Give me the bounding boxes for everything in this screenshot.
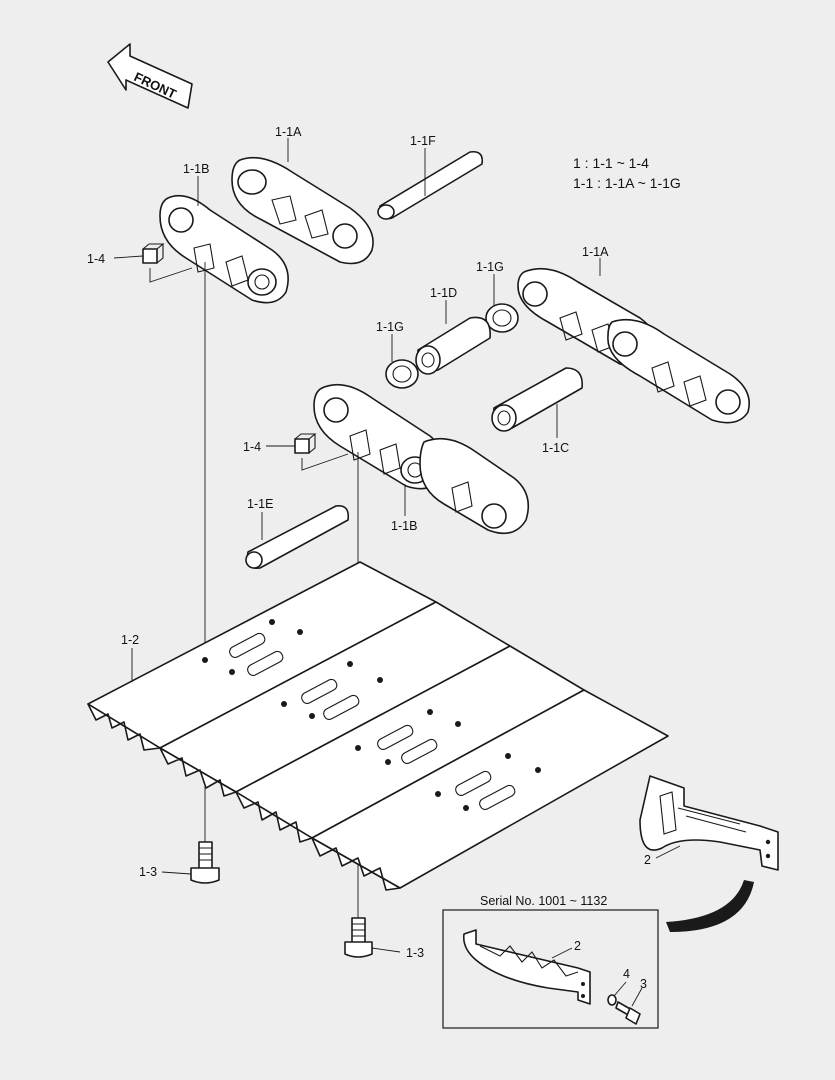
inset-box: Serial No. 1001 ~ 1132 [442, 894, 659, 1029]
link-1-1B-mid-2 [419, 437, 530, 535]
note-line-2: 1-1 : 1-1A ~ 1-1G [573, 175, 681, 191]
handle-2-inset [462, 929, 591, 1005]
bushing-1-1D [415, 316, 491, 375]
note-line-1: 1 : 1-1 ~ 1-4 [573, 155, 649, 171]
label-4-inset: 4 [623, 967, 630, 981]
label-2-inset: 2 [574, 939, 581, 953]
label-1-4-top: 1-4 [87, 252, 105, 266]
pin-1-1F [377, 150, 484, 220]
nut-1-4-upper [142, 243, 165, 264]
front-arrow: FRONT [107, 43, 193, 109]
bolt-1-3-bottom [344, 917, 373, 958]
bolt-3-inset [615, 1001, 641, 1025]
label-1-4-mid: 1-4 [243, 440, 261, 454]
label-3-inset: 3 [640, 977, 647, 991]
link-1-1B-upper [159, 194, 289, 304]
label-1-1B-mid: 1-1B [391, 519, 417, 533]
track-shoe-1-2 [87, 561, 669, 891]
bolt-1-3-left [190, 841, 220, 884]
label-1-3-bottom: 1-3 [406, 946, 424, 960]
handle-2-main [639, 775, 779, 871]
label-2-main: 2 [644, 853, 651, 867]
label-1-1D: 1-1D [430, 286, 457, 300]
label-1-2: 1-2 [121, 633, 139, 647]
pin-1-1E [245, 504, 350, 569]
washer-4-inset [607, 994, 617, 1006]
bushing-1-1G-left [385, 359, 419, 389]
label-1-3-left: 1-3 [139, 865, 157, 879]
link-1-1A-upper [231, 156, 374, 265]
bushing-1-1G-top [485, 303, 519, 333]
label-1-1C: 1-1C [542, 441, 569, 455]
link-1-1A-right-2 [607, 318, 750, 424]
label-1-1A-right: 1-1A [582, 245, 609, 259]
label-1-1E: 1-1E [247, 497, 273, 511]
label-1-1F: 1-1F [410, 134, 436, 148]
label-1-1G-top: 1-1G [476, 260, 504, 274]
curved-arrow-to-inset [666, 880, 754, 932]
label-1-1G-left: 1-1G [376, 320, 404, 334]
nut-1-4-mid [294, 433, 317, 454]
label-1-1B-top: 1-1B [183, 162, 209, 176]
inset-title: Serial No. 1001 ~ 1132 [480, 894, 607, 908]
label-1-1A-top: 1-1A [275, 125, 302, 139]
bushing-1-1C [491, 367, 583, 432]
